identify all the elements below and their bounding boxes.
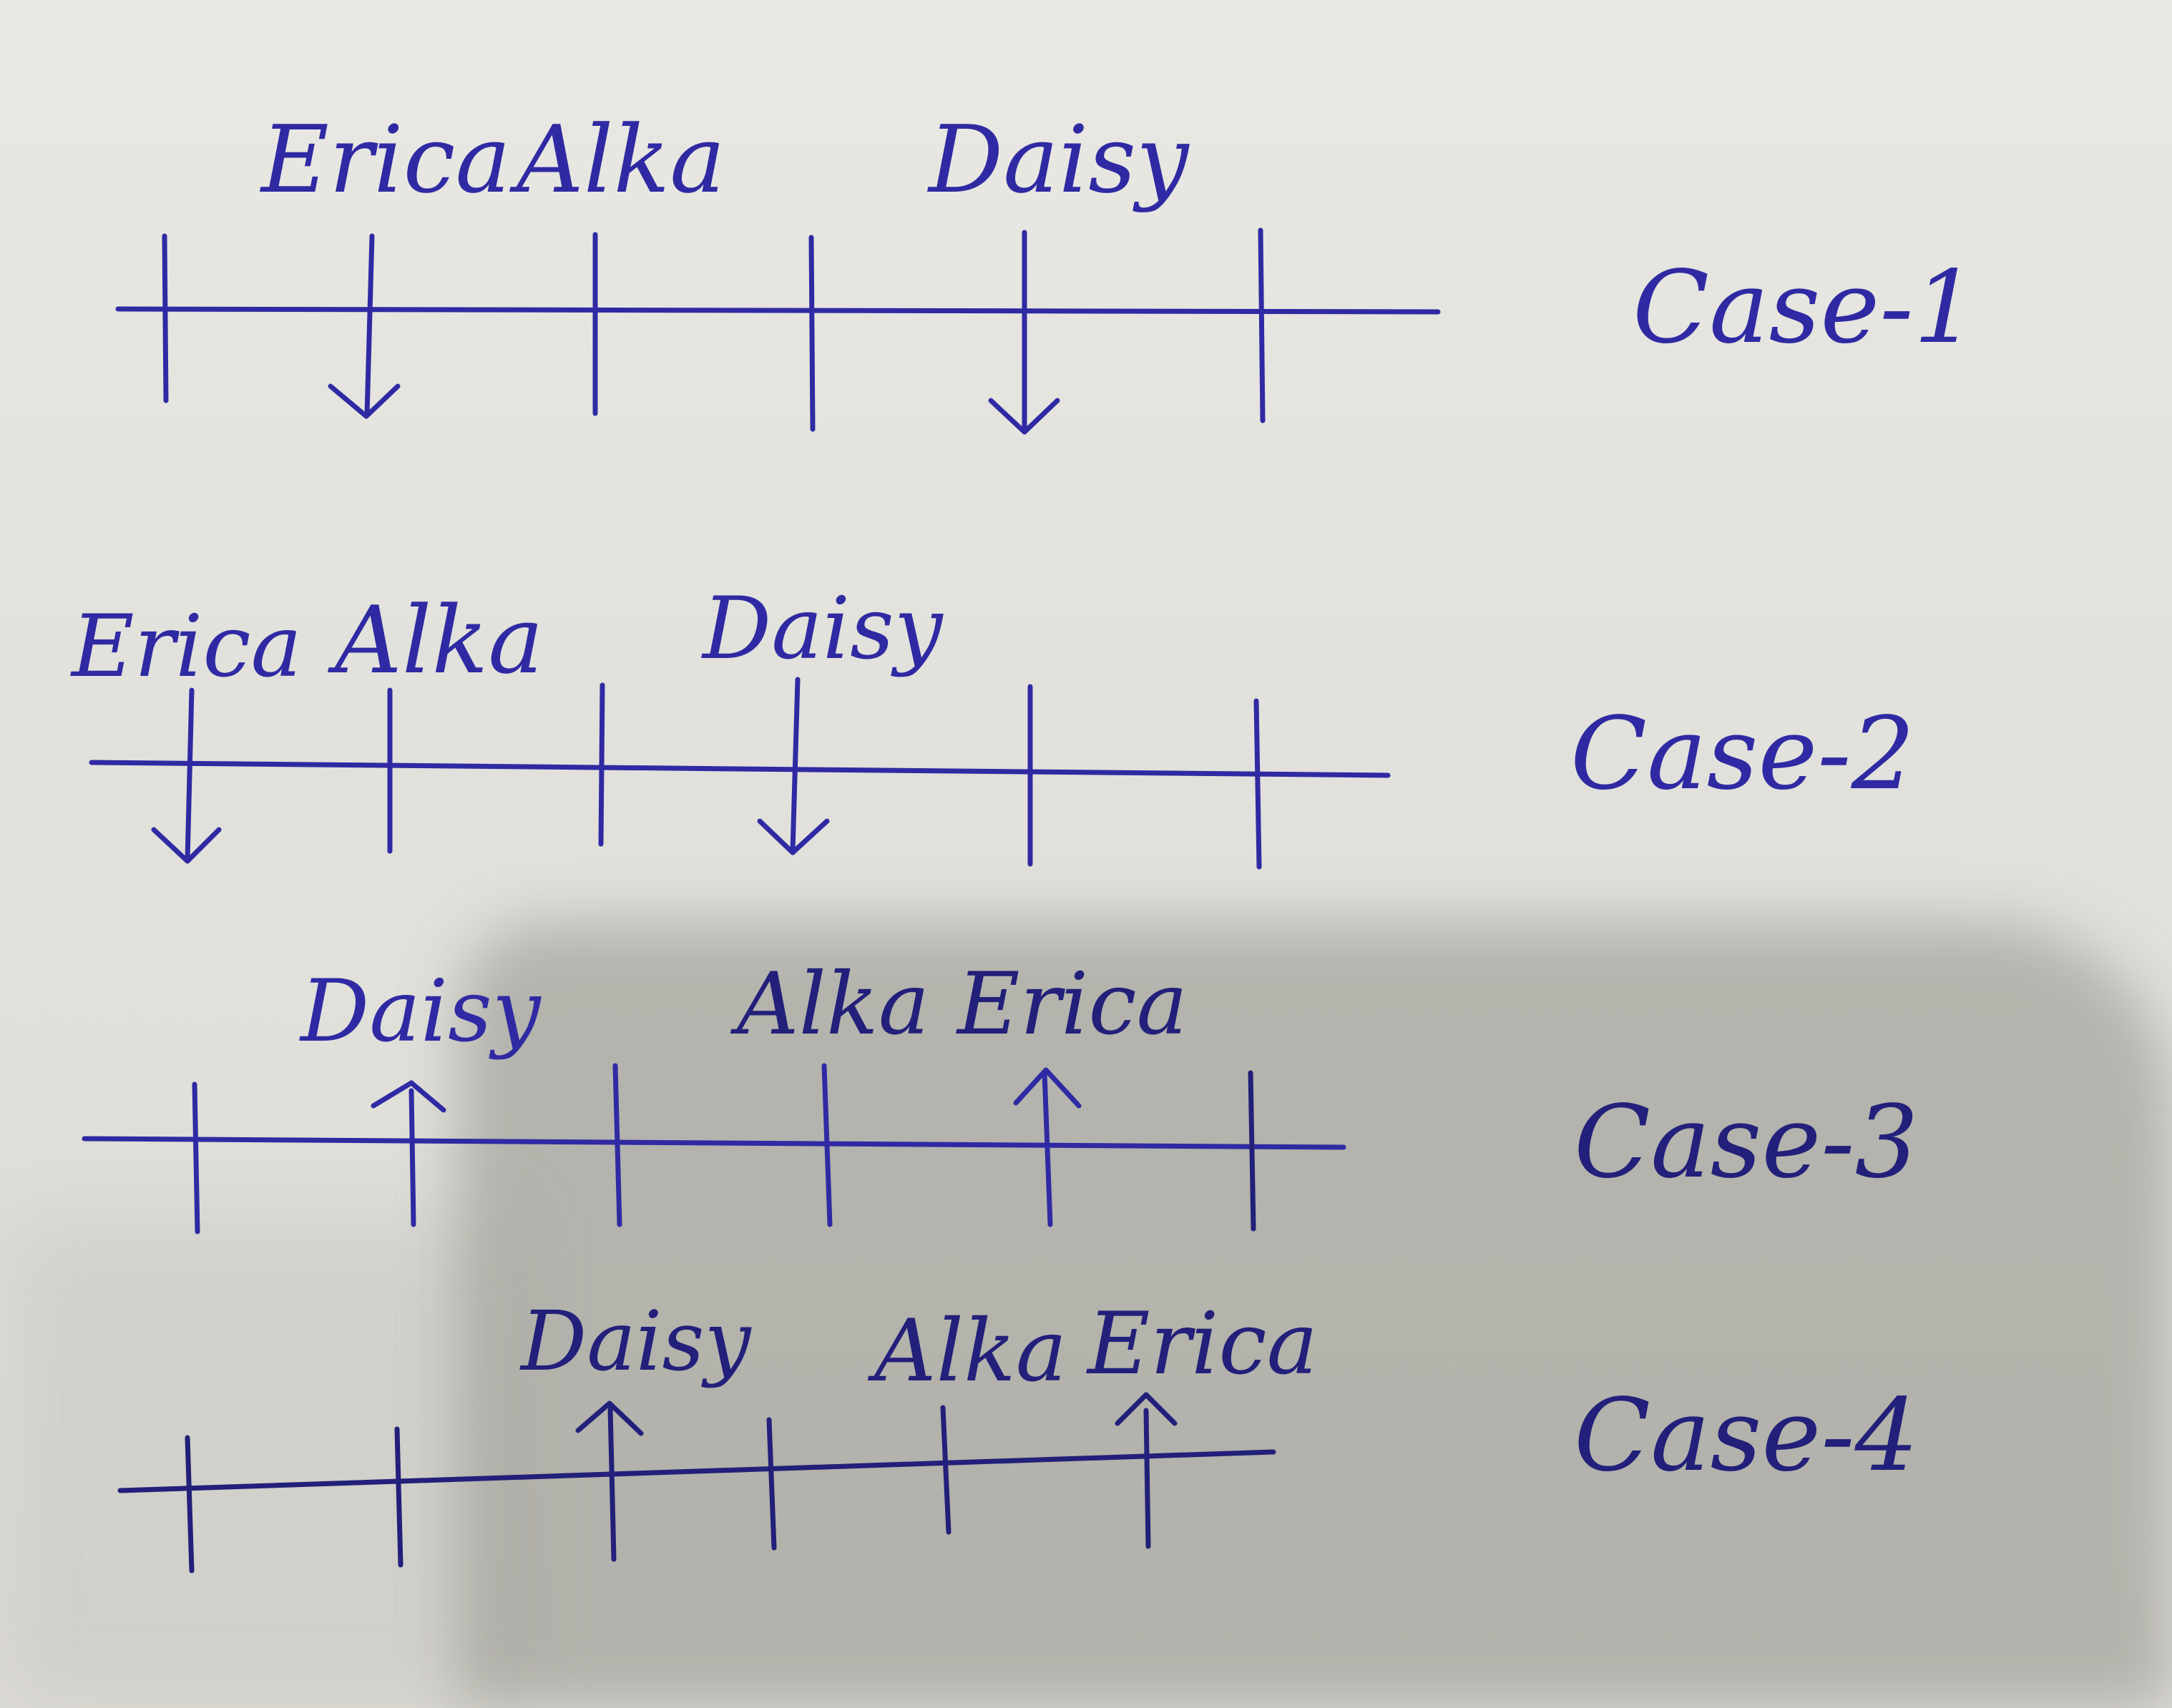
case-1-name-erica: Erica	[260, 105, 511, 214]
case-2-tick	[598, 682, 605, 847]
case-3-name-daisy: Daisy	[299, 962, 542, 1061]
case-4-tick	[766, 1417, 777, 1551]
case-1-line	[115, 306, 1441, 315]
case-1-name-alka: Alka	[509, 105, 725, 214]
case-2-tick	[790, 677, 801, 854]
case-1-tick	[808, 235, 816, 432]
case-4-label: Case-4	[1574, 1378, 1919, 1494]
case-4-tick	[1143, 1408, 1151, 1549]
case-4-arrow-up	[1115, 1392, 1178, 1426]
case-3-tick	[192, 1081, 200, 1235]
case-1-tick	[162, 233, 169, 403]
case-3-arrow-up	[1013, 1067, 1082, 1109]
case-2-line	[89, 760, 1391, 778]
case-3-name-erica: Erica	[956, 955, 1188, 1054]
case-4-tick	[607, 1406, 617, 1562]
case-4-tick	[940, 1405, 952, 1535]
case-1-arrow-down	[988, 398, 1060, 435]
case-2-name-alka: Alka	[328, 586, 544, 695]
case-2-tick	[1253, 698, 1262, 870]
case-3-line	[82, 1136, 1346, 1150]
paper-shadow	[458, 923, 2172, 1708]
case-2-arrow-down	[757, 818, 830, 855]
case-1-group: Erica Alka Daisy Case-1	[115, 105, 1977, 435]
case-1-label: Case-1	[1633, 250, 1977, 366]
case-2-name-daisy: Daisy	[701, 579, 944, 679]
case-4-name-daisy: Daisy	[519, 1294, 753, 1390]
case-4-name-alka: Alka	[867, 1302, 1067, 1401]
case-1-name-daisy: Daisy	[927, 105, 1190, 214]
case-3-tick	[1248, 1070, 1256, 1232]
case-2-name-erica: Erica	[70, 597, 302, 697]
paper-shadow-soft	[0, 1216, 501, 1708]
case-3-name-alka: Alka	[730, 955, 929, 1054]
case-1-tick	[1258, 227, 1266, 423]
case-1-arrow-down	[328, 383, 401, 419]
case-4-arrow-up	[575, 1400, 644, 1436]
case-3-tick	[612, 1063, 622, 1227]
case-3-tick	[1042, 1070, 1053, 1227]
case-3-group: Daisy Alka Erica Case-3	[82, 955, 1919, 1235]
case-2-group: Erica Alka Daisy Case-2	[70, 579, 1915, 870]
case-1-tick	[364, 233, 375, 418]
case-3-arrow-up	[371, 1080, 446, 1113]
case-4-tick	[185, 1435, 195, 1574]
case-2-arrow-down	[151, 827, 222, 864]
case-3-label: Case-3	[1574, 1084, 1919, 1201]
case-3-tick	[821, 1063, 833, 1227]
case-3-tick	[409, 1088, 416, 1227]
case-4-line	[117, 1449, 1276, 1493]
case-4-name-erica: Erica	[1086, 1295, 1318, 1394]
case-4-group: Daisy Alka Erica Case-4	[117, 1294, 1919, 1574]
case-4-tick	[394, 1426, 403, 1568]
case-2-tick	[185, 687, 195, 863]
case-2-label: Case-2	[1570, 696, 1915, 813]
